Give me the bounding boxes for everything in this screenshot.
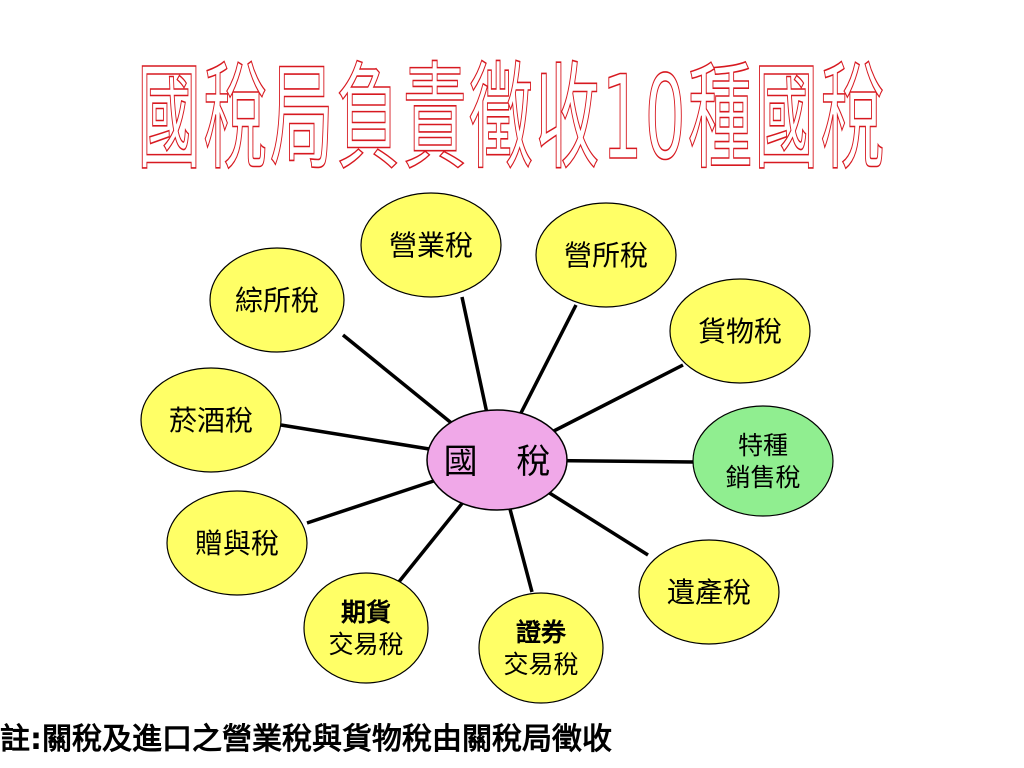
node-yichan: 遺產稅	[638, 539, 780, 645]
center-node: 國 稅	[426, 409, 568, 511]
node-ellipse-yingye	[360, 192, 502, 298]
node-label-zengyu: 贈與稅	[195, 527, 279, 560]
node-ellipse-yingsuo	[535, 202, 677, 308]
footnote: 註:關稅及進口之營業稅與貨物稅由關稅局徵收	[0, 722, 612, 757]
node-label-yichan: 遺產稅	[667, 576, 751, 609]
node-label-zhengquan-0: 證券	[516, 618, 567, 647]
node-ellipse-zongsuo	[209, 247, 345, 353]
node-ellipse-huowu	[669, 278, 811, 384]
node-yingsuo: 營所稅	[535, 202, 677, 308]
node-label-zongsuo: 綜所稅	[235, 284, 319, 317]
node-ellipse-zhengquan	[478, 592, 604, 704]
node-huowu: 貨物稅	[669, 278, 811, 384]
node-ellipse-zengyu	[166, 490, 308, 596]
node-label-yanjiu: 菸酒稅	[169, 404, 253, 437]
tax-nodes: 綜所稅營業稅營所稅貨物稅菸酒稅特種銷售稅贈與稅遺產稅期貨交易稅證券交易稅	[140, 192, 834, 704]
node-yingye: 營業稅	[360, 192, 502, 298]
node-label-qihuo-0: 期貨	[341, 598, 391, 627]
node-label-zhengquan-1: 交易稅	[503, 650, 578, 679]
node-ellipse-yanjiu	[140, 367, 282, 473]
node-label-yingye: 營業稅	[389, 229, 473, 262]
node-label-qihuo-1: 交易稅	[328, 630, 403, 659]
node-zongsuo: 綜所稅	[209, 247, 345, 353]
node-ellipse-tezhong	[692, 405, 834, 517]
center-ellipse	[426, 409, 568, 511]
node-label-huowu: 貨物稅	[698, 315, 782, 348]
center-label: 國 稅	[444, 442, 565, 482]
node-label-tezhong-0: 特種	[738, 431, 788, 460]
slide-title: 國稅局負責徵收10種國稅	[137, 51, 887, 186]
node-zengyu: 贈與稅	[166, 490, 308, 596]
node-ellipse-qihuo	[303, 572, 429, 684]
node-ellipse-yichan	[638, 539, 780, 645]
node-label-tezhong-1: 銷售稅	[725, 463, 800, 492]
node-yanjiu: 菸酒稅	[140, 367, 282, 473]
node-label-yingsuo: 營所稅	[564, 239, 648, 272]
